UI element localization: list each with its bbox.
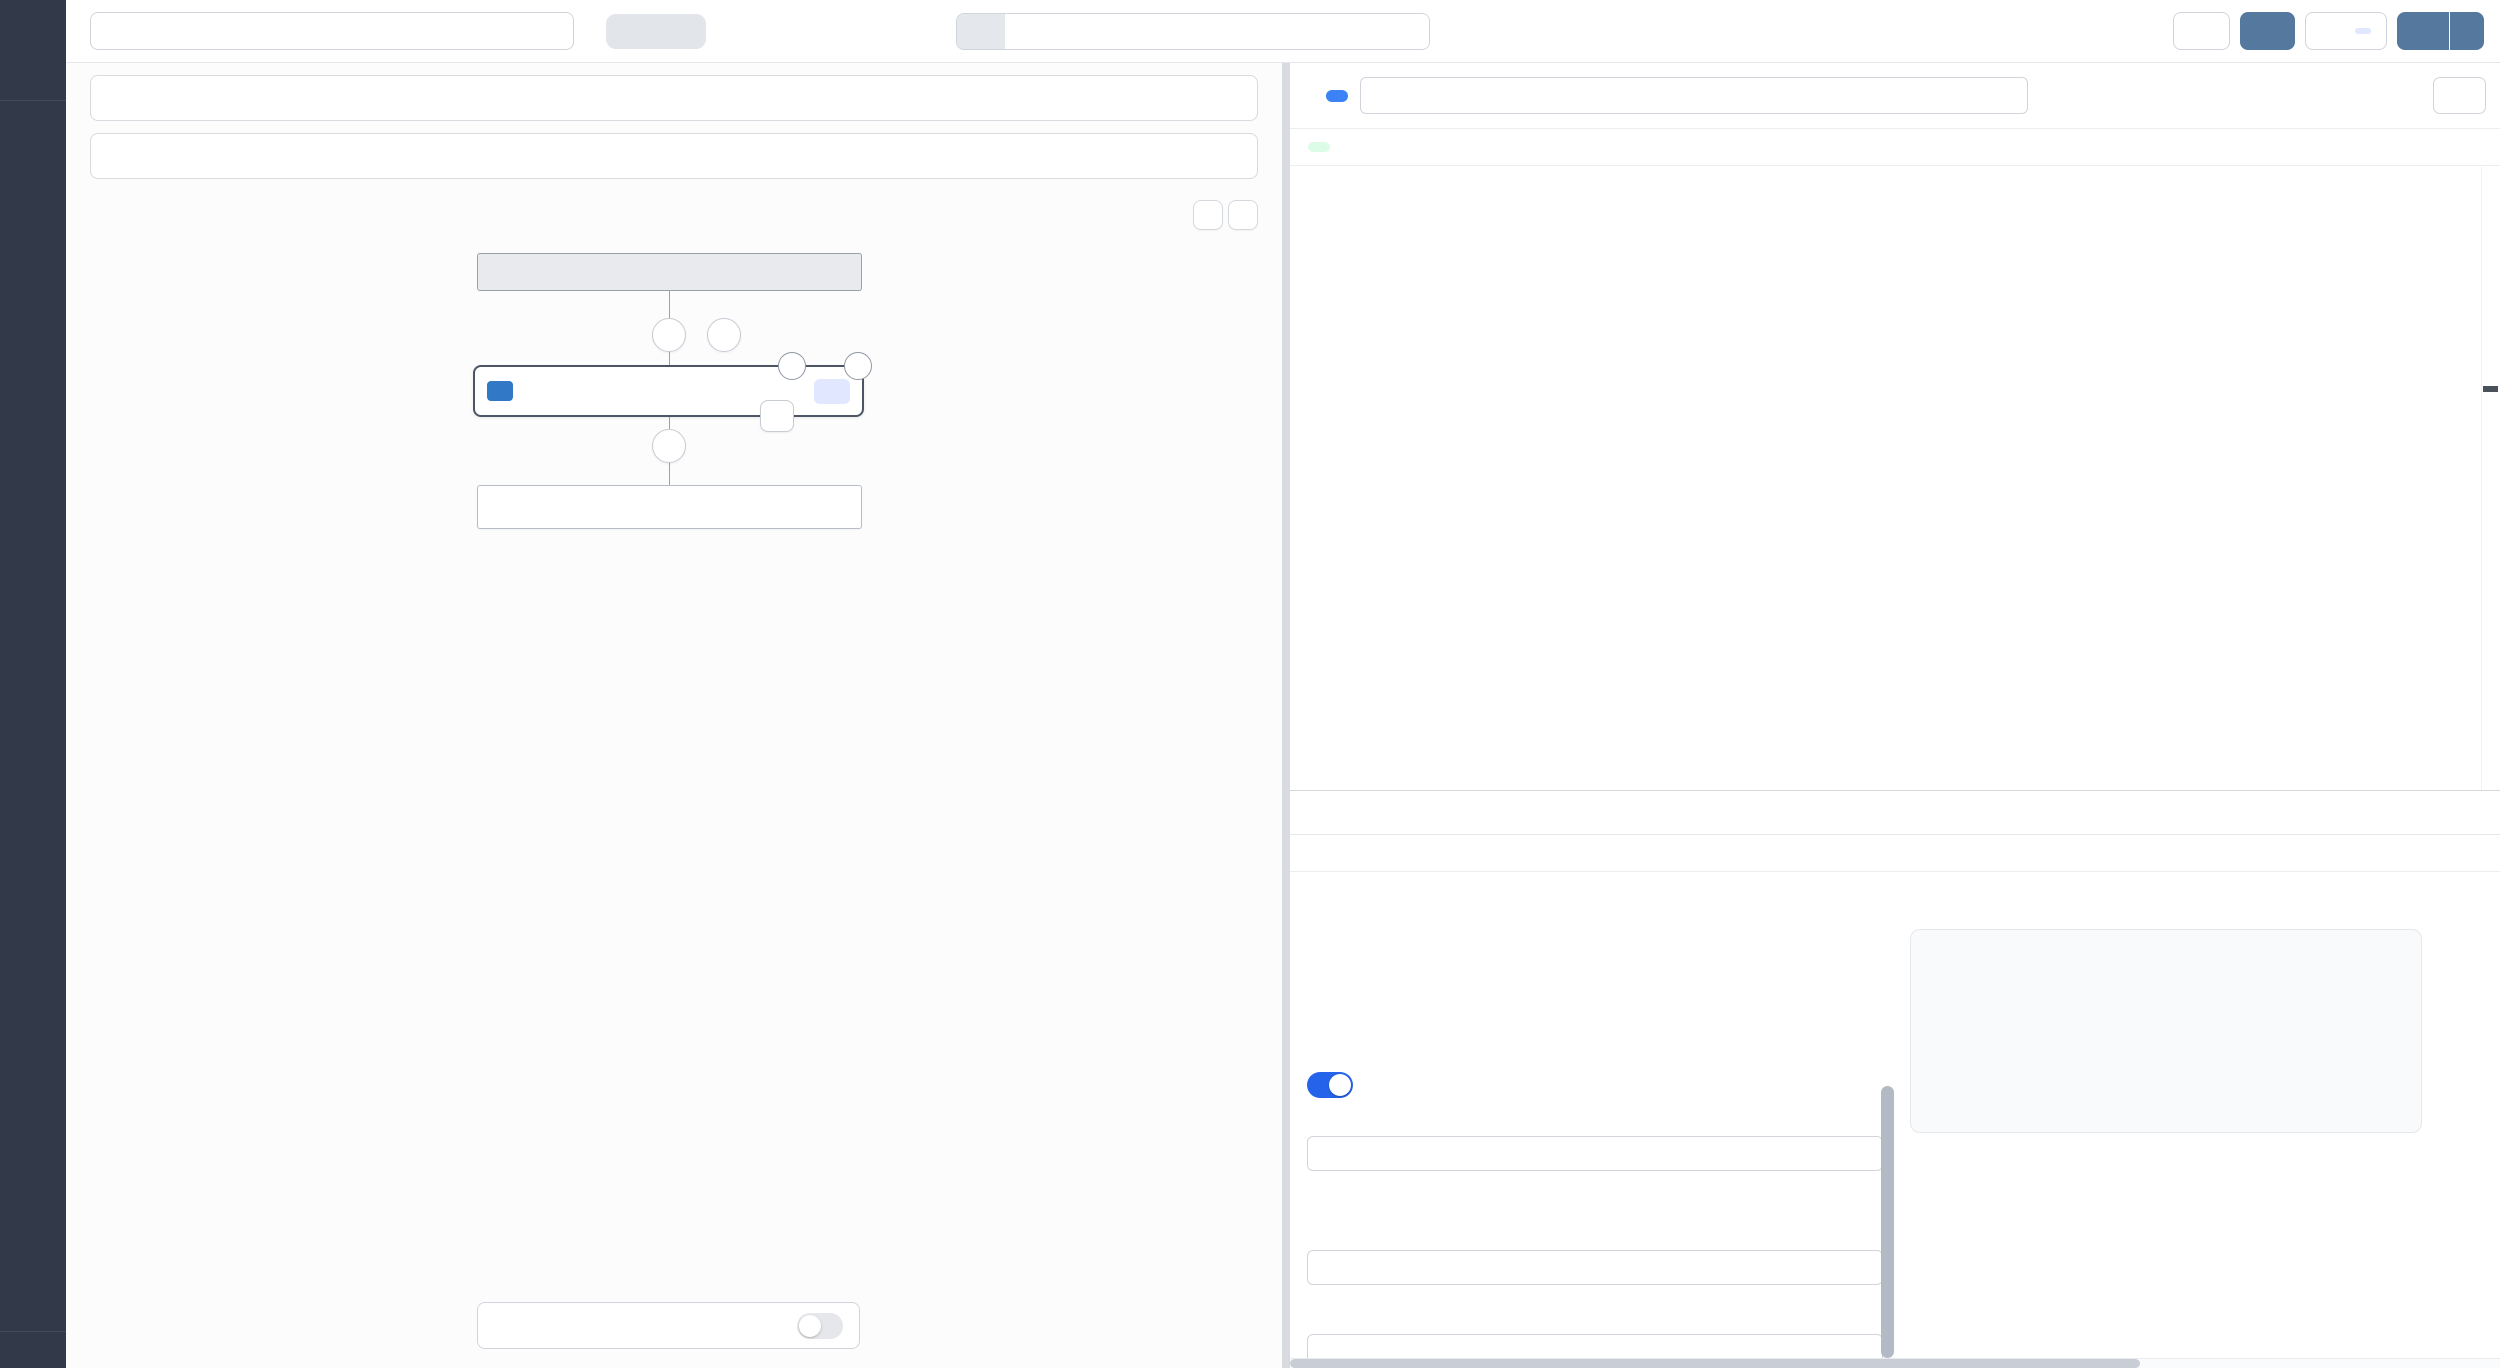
chevron-down-icon <box>2460 24 2474 38</box>
valid-status-badge <box>1308 142 1330 152</box>
code-editor[interactable] <box>1290 167 2500 790</box>
deno-language-badge[interactable] <box>1326 89 1348 102</box>
add-step-button[interactable] <box>652 318 686 352</box>
exponential-backoff-toggle[interactable] <box>1307 1072 1353 1098</box>
attempts-input[interactable] <box>1307 1136 1883 1171</box>
move-icon <box>785 359 800 374</box>
save-button[interactable] <box>2397 12 2449 50</box>
add-trigger-button[interactable] <box>707 318 741 352</box>
step-title-input[interactable] <box>1360 77 2028 114</box>
bug-icon <box>494 1316 513 1335</box>
plus-icon <box>662 439 676 453</box>
sliders-icon <box>106 90 123 107</box>
save-icon <box>2411 24 2426 39</box>
sidebar-divider <box>0 1331 66 1332</box>
close-icon <box>852 360 865 373</box>
file-export-icon <box>2189 23 2205 39</box>
all-static-inputs-card[interactable] <box>90 133 1258 179</box>
undo-button[interactable] <box>610 17 656 46</box>
error-handler-card[interactable] <box>477 1302 860 1349</box>
save-to-workspace-button[interactable] <box>2433 77 2486 114</box>
canvas-zoom-in-button[interactable] <box>1193 200 1223 230</box>
retries-heading <box>1307 890 1332 907</box>
play-icon <box>2256 24 2270 38</box>
scroll-marker <box>2483 386 2498 392</box>
code-lines <box>1290 167 2500 201</box>
advanced-subtabs <box>1290 835 2500 872</box>
save-split-button <box>2397 12 2484 50</box>
undo-redo-group <box>606 14 706 49</box>
test-up-to-button[interactable] <box>2305 12 2387 50</box>
flow-node-result[interactable] <box>477 485 862 529</box>
step-detail-panel <box>1290 790 2500 1368</box>
step-id-badge <box>814 378 850 404</box>
topbar <box>66 0 2500 63</box>
info-icon[interactable] <box>1315 890 1332 907</box>
path-group <box>956 13 1430 50</box>
export-json-button[interactable] <box>2173 12 2230 50</box>
flow-panel <box>66 63 1282 1368</box>
repeat-icon <box>769 408 785 424</box>
vertical-scrollbar[interactable] <box>1881 1086 1894 1358</box>
step-tabs <box>1290 791 2500 835</box>
retries-content <box>1290 872 2500 1360</box>
plus-icon <box>1201 208 1216 223</box>
multiplier-input[interactable] <box>1307 1250 1883 1285</box>
save-dropdown-button[interactable] <box>2450 12 2484 50</box>
app-sidebar <box>0 0 66 1368</box>
base-input[interactable] <box>1307 1334 1883 1360</box>
redo-button[interactable] <box>656 17 702 46</box>
windmill-icon <box>18 17 48 47</box>
pencil-icon <box>970 25 984 39</box>
editor-panel <box>1290 63 2500 1368</box>
windmill-logo[interactable] <box>0 0 66 64</box>
backoff-row <box>1307 1072 1367 1098</box>
redo-icon <box>671 24 687 40</box>
editor-toolbar <box>1290 129 2500 166</box>
horizontal-scrollbar[interactable] <box>1290 1358 2500 1368</box>
bolt-icon <box>717 328 732 343</box>
path-input[interactable] <box>1005 14 1429 49</box>
play-icon <box>2321 23 2337 39</box>
undo-icon <box>625 24 641 40</box>
delete-step-button[interactable] <box>844 352 872 380</box>
minus-icon <box>1236 208 1251 223</box>
move-step-handle[interactable] <box>778 352 806 380</box>
flow-node-step[interactable] <box>473 352 872 432</box>
flow-summary-input[interactable] <box>90 12 574 50</box>
step-retry-indicator-button[interactable] <box>760 400 794 432</box>
topbar-actions <box>2173 12 2484 50</box>
canvas-zoom-out-button[interactable] <box>1228 200 1258 230</box>
sidebar-divider <box>0 100 66 101</box>
dollar-icon <box>106 148 123 165</box>
typescript-badge <box>487 381 513 401</box>
test-up-to-step-badge <box>2355 28 2371 34</box>
retry-attempts-panel <box>1910 929 2422 1133</box>
editor-header <box>1290 63 2500 129</box>
flow-node-input[interactable] <box>477 253 862 291</box>
panel-resizer[interactable] <box>1282 63 1290 1368</box>
add-step-button[interactable] <box>652 429 686 463</box>
save-icon <box>2448 88 2463 103</box>
flow-settings-card[interactable] <box>90 75 1258 121</box>
error-handler-toggle[interactable] <box>797 1312 843 1339</box>
plus-icon <box>662 328 676 342</box>
path-edit-button[interactable] <box>957 14 1005 49</box>
test-flow-button[interactable] <box>2240 12 2295 50</box>
